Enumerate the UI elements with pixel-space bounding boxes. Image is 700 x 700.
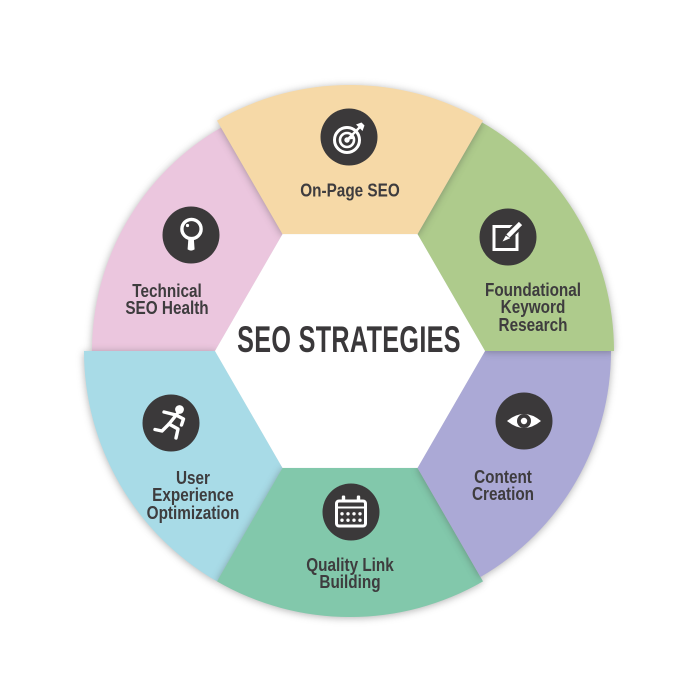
eye-icon bbox=[495, 392, 553, 450]
runner-icon bbox=[142, 394, 200, 452]
icon-background-circle bbox=[162, 206, 220, 264]
center-hexagon bbox=[215, 234, 485, 468]
segment-content-creation bbox=[417, 351, 611, 577]
pencil-edit-icon bbox=[479, 208, 537, 266]
segment-quality-link-building bbox=[217, 467, 483, 618]
magnifier-icon bbox=[162, 206, 220, 264]
target-icon bbox=[320, 108, 378, 166]
calendar-icon bbox=[322, 483, 380, 541]
segment-user-experience-optimization bbox=[84, 351, 283, 582]
icon-background-circle bbox=[322, 483, 380, 541]
